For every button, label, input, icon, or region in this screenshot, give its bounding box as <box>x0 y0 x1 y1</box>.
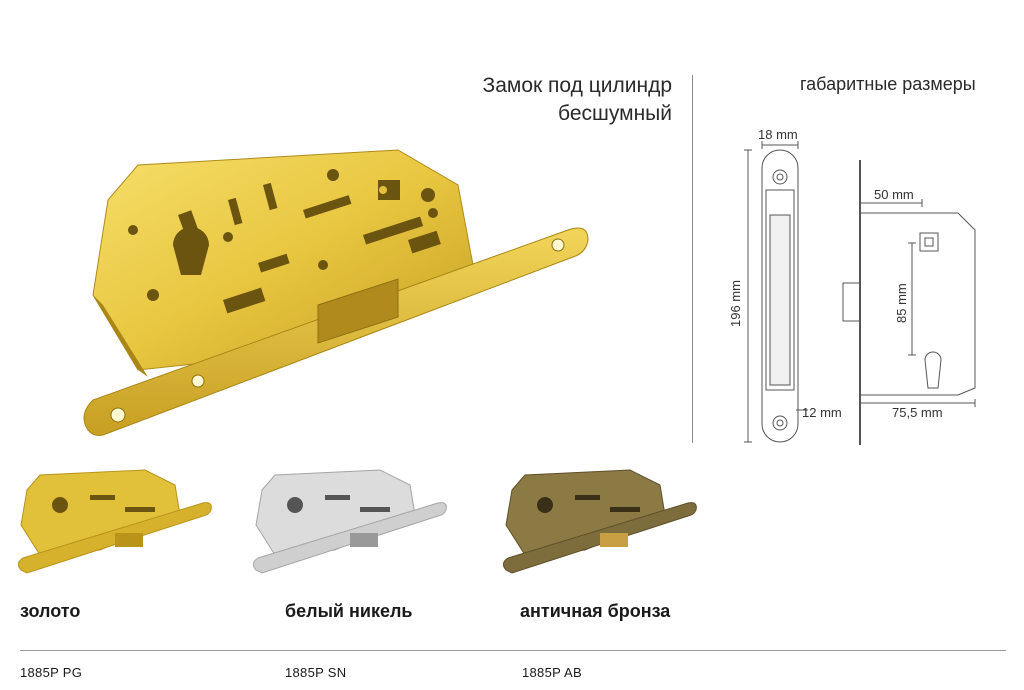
dimensions-heading: габаритные размеры <box>800 74 976 94</box>
product-code-bronze: 1885P AB <box>522 665 582 680</box>
dim-196mm: 196 mm <box>728 280 743 327</box>
title-line-1: Замок под цилиндр <box>482 74 672 97</box>
finish-label-gold: золото <box>20 601 81 621</box>
faceplate-outline <box>761 149 799 443</box>
product-code-nickel: 1885P SN <box>285 665 347 680</box>
latch-bolt <box>317 278 399 344</box>
cylinder-cutout <box>173 227 209 275</box>
dim-18mm: 18 mm <box>758 127 798 142</box>
product-title: Замок под цилиндр бесшумный <box>483 72 672 128</box>
variant-gold-image <box>17 469 212 574</box>
dim-12mm: 12 mm <box>802 405 842 420</box>
vertical-divider <box>692 75 693 443</box>
title-line-2: бесшумный <box>558 102 672 125</box>
finish-label-nickel: белый никель <box>285 601 413 621</box>
dim-85mm: 85 mm <box>894 283 909 323</box>
finish-label-bronze: античная бронза <box>520 601 671 621</box>
dim-50mm: 50 mm <box>874 187 914 202</box>
dimension-drawing: 18 mm 196 mm 12 mm 50 mm 85 mm 75,5 mm <box>728 127 976 445</box>
variant-nickel-image <box>252 469 447 574</box>
lock-body-side-outline <box>860 212 976 396</box>
dim-75-5mm: 75,5 mm <box>892 405 943 420</box>
horizontal-divider <box>20 650 1006 651</box>
product-code-gold: 1885P PG <box>20 665 83 680</box>
variant-bronze-image <box>502 469 697 574</box>
lock-hero-image <box>83 149 589 436</box>
